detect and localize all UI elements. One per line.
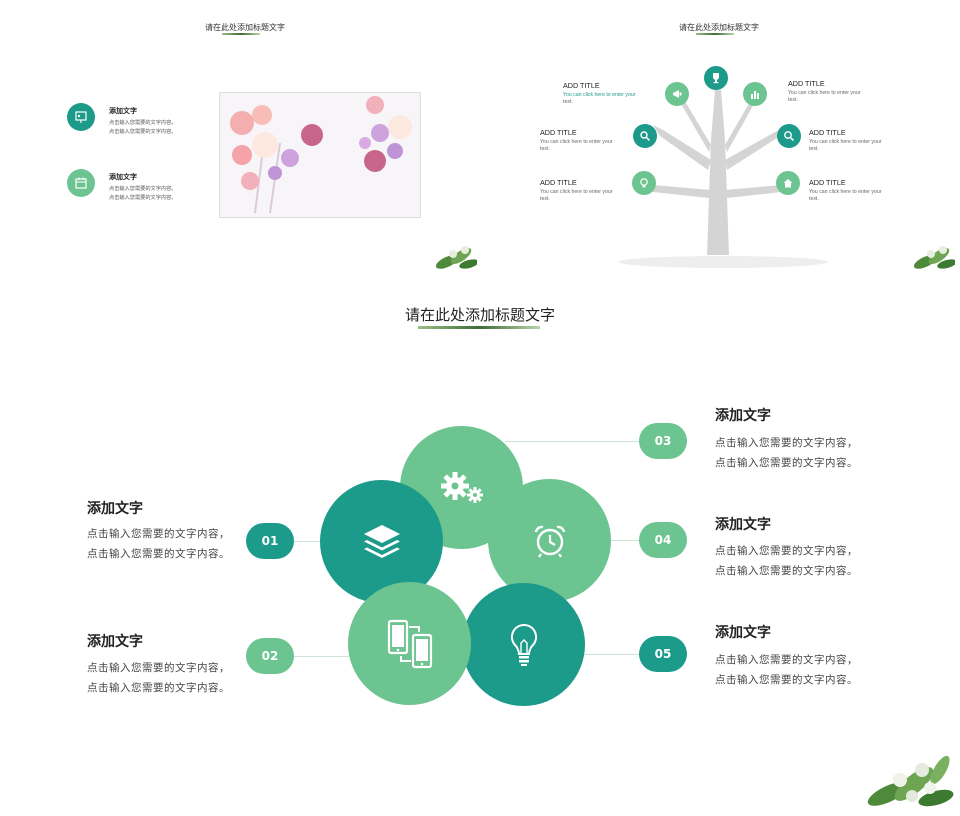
slide-title: 请在此处添加标题文字 xyxy=(679,23,759,32)
layers-icon xyxy=(363,524,400,558)
item-text: 点击输入您需要的文字内容。点击输入您需要的文字内容。 xyxy=(109,186,177,201)
item-heading: 添加文字 xyxy=(87,501,143,517)
leaf-decoration xyxy=(866,746,954,812)
gears-icon xyxy=(440,471,483,503)
item-text: 点击输入您需要的文字内容，点击输入您需要的文字内容。 xyxy=(715,654,858,686)
lightbulb-icon xyxy=(632,171,656,195)
title-underline xyxy=(418,326,540,329)
home-icon xyxy=(776,171,800,195)
item-text: 点击输入您需要的文字内容，点击输入您需要的文字内容。 xyxy=(87,662,230,694)
item-text: 点击输入您需要的文字内容，点击输入您需要的文字内容。 xyxy=(715,437,858,469)
item-text: 点击输入您需要的文字内容。点击输入您需要的文字内容。 xyxy=(109,120,177,135)
leaf-decoration xyxy=(433,238,477,270)
tree-item-heading: ADD TITLE xyxy=(809,178,846,187)
tree-item-heading: ADD TITLE xyxy=(788,79,825,88)
step-number-04: 04 xyxy=(639,522,687,558)
slide-title: 请在此处添加标题文字 xyxy=(404,306,555,324)
mobile-sync-circle xyxy=(348,582,471,705)
calendar-icon xyxy=(67,169,95,197)
alarm-clock-icon xyxy=(534,525,565,558)
search-gear-icon xyxy=(633,124,657,148)
slide-main: 请在此处添加标题文字 xyxy=(0,276,960,816)
connector-line xyxy=(292,656,352,657)
item-heading: 添加文字 xyxy=(715,517,771,533)
step-number-05: 05 xyxy=(639,636,687,672)
leaf-decoration xyxy=(911,238,955,270)
connector-line xyxy=(505,441,640,442)
connector-line xyxy=(605,540,640,541)
trophy-icon xyxy=(704,66,728,90)
title-underline xyxy=(696,33,734,35)
tree-graphic xyxy=(618,90,828,268)
search-icon xyxy=(777,124,801,148)
tree-item-heading: ADD TITLE xyxy=(809,128,846,137)
item-text: 点击输入您需要的文字内容，点击输入您需要的文字内容。 xyxy=(87,528,230,560)
item-heading: 添加文字 xyxy=(109,107,137,115)
title-underline xyxy=(222,33,260,35)
alarm-clock-circle xyxy=(488,479,611,602)
tree-item-heading: ADD TITLE xyxy=(540,178,577,187)
connector-line xyxy=(575,654,640,655)
step-number-03: 03 xyxy=(639,423,687,459)
connector-line xyxy=(292,541,332,542)
slide-thumbnail-2[interactable]: 请在此处添加标题文字 ADD TITLE You can click here … xyxy=(483,0,960,270)
mobile-sync-icon xyxy=(387,619,432,668)
item-heading: 添加文字 xyxy=(87,634,143,650)
lightbulb-circle xyxy=(462,583,585,706)
tree-item-heading: ADD TITLE xyxy=(563,81,600,90)
item-heading: 添加文字 xyxy=(715,625,771,641)
lightbulb-icon xyxy=(510,623,537,666)
item-text: 点击输入您需要的文字内容，点击输入您需要的文字内容。 xyxy=(715,545,858,577)
megaphone-icon xyxy=(665,82,689,106)
step-number-02: 02 xyxy=(246,638,294,674)
step-number-01: 01 xyxy=(246,523,294,559)
slide-title: 请在此处添加标题文字 xyxy=(205,23,285,32)
slide-thumbnail-1[interactable]: 请在此处添加标题文字 添加文字 点击输入您需要的文字内容。点击输入您需要的文字内… xyxy=(0,0,477,270)
item-heading: 添加文字 xyxy=(109,173,137,181)
tree-item-heading: ADD TITLE xyxy=(540,128,577,137)
item-heading: 添加文字 xyxy=(715,408,771,424)
flower-photo xyxy=(219,92,421,218)
bar-chart-icon xyxy=(743,82,767,106)
presentation-icon xyxy=(67,103,95,131)
